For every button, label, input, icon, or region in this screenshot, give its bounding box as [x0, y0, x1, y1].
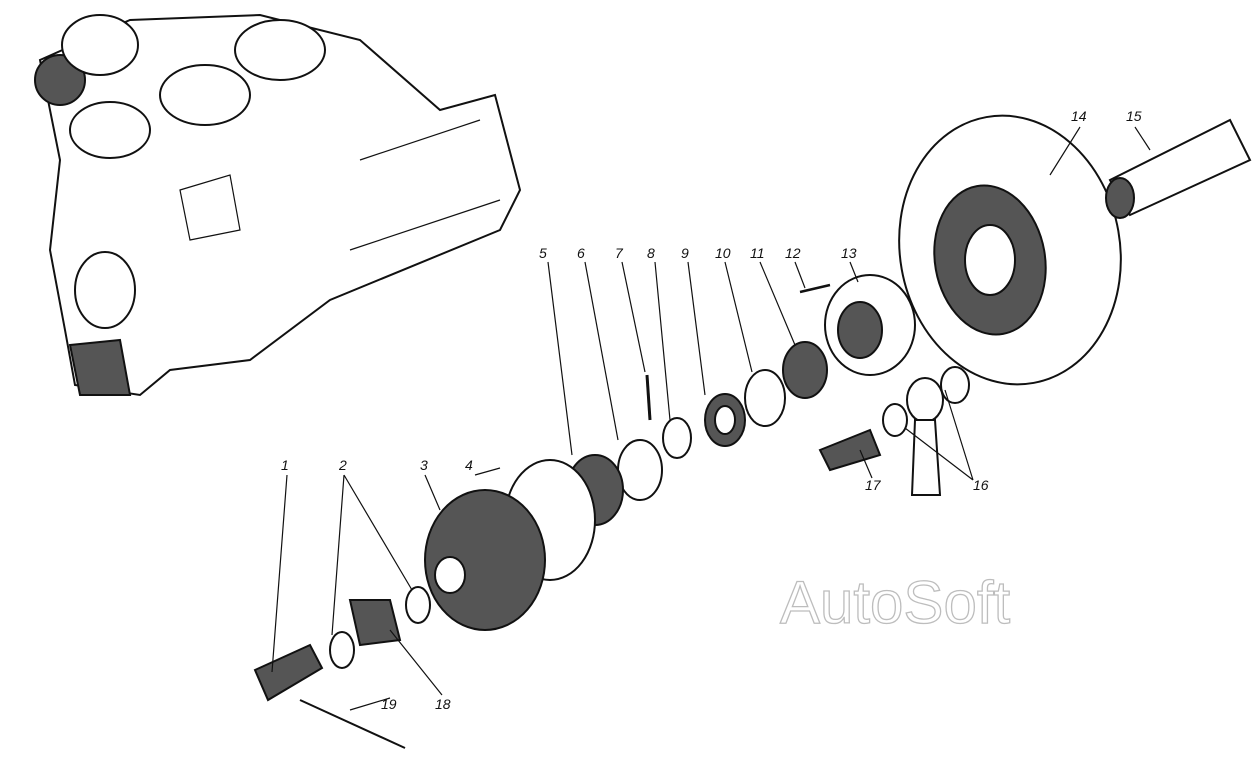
part-12-pin	[799, 283, 831, 294]
callout-14: 14	[1071, 108, 1087, 124]
callout-11: 11	[750, 245, 765, 261]
part-1-bolt	[253, 643, 324, 702]
callout-10: 10	[715, 245, 731, 261]
callout-1: 1	[281, 457, 289, 473]
callout-17: 17	[865, 477, 882, 493]
callout-13: 13	[841, 245, 857, 261]
part-7-pin	[645, 374, 652, 421]
banjo-fitting	[906, 377, 944, 496]
part-9-spring	[704, 393, 746, 447]
callout-6: 6	[577, 245, 585, 261]
callout-5: 5	[539, 245, 547, 261]
part-2-washer	[329, 631, 355, 669]
callout-7: 7	[615, 245, 624, 261]
part-18	[348, 599, 402, 647]
engine-block	[34, 13, 522, 397]
callout-2: 2	[338, 457, 347, 473]
callout-15: 15	[1126, 108, 1142, 124]
callout-16: 16	[973, 477, 989, 493]
part-16-washer	[882, 403, 908, 437]
part-11	[782, 341, 828, 399]
part-19-wire	[299, 699, 406, 749]
part-10-ring	[744, 369, 786, 427]
callout-8: 8	[647, 245, 655, 261]
part-14-flange	[898, 114, 1122, 386]
part-2-washer	[405, 586, 431, 624]
part-3-housing	[424, 489, 546, 631]
part-6-ring	[617, 439, 663, 501]
callout-3: 3	[420, 457, 428, 473]
callout-9: 9	[681, 245, 689, 261]
callout-18: 18	[435, 696, 451, 712]
callout-labels: 1 2 3 4 5 6 7 8 9 10 11 12 13 14 15 16 1…	[281, 108, 1142, 712]
watermark-logo: AutoSoft	[780, 569, 1010, 636]
part-15-shaft	[1105, 118, 1252, 219]
part-8	[662, 417, 692, 459]
callout-19: 19	[381, 696, 397, 712]
callout-4: 4	[465, 457, 473, 473]
leader-lines	[271, 126, 1151, 711]
part-17	[818, 428, 882, 472]
callout-12: 12	[785, 245, 801, 261]
part-16-washer	[940, 366, 970, 404]
